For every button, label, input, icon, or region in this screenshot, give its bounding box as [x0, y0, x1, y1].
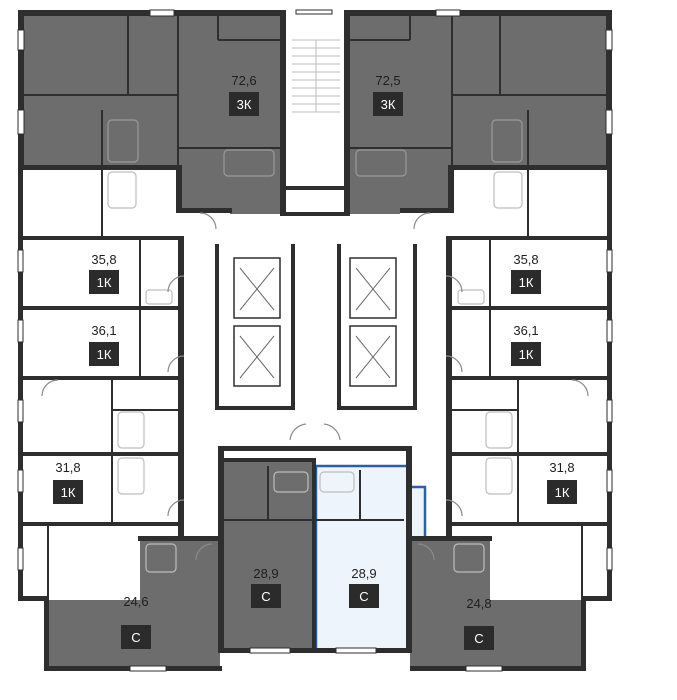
area-label: 28,9	[351, 566, 376, 581]
area-label: 36,1	[513, 323, 538, 338]
apartment-se-studio[interactable]	[410, 540, 584, 668]
apartment-ne-3k[interactable]	[346, 14, 610, 214]
lift-3	[349, 257, 397, 319]
area-label: 35,8	[91, 252, 116, 267]
type-badge	[373, 92, 403, 116]
type-badge-text: 3К	[237, 97, 252, 112]
type-badge-text: 1К	[97, 347, 112, 362]
lift-4	[349, 325, 397, 387]
apartment-label-e-1k-a: 35,8 1К	[511, 252, 541, 294]
walls	[17, 9, 613, 672]
type-badge-text: С	[359, 589, 368, 604]
type-badge-text: 3К	[381, 97, 396, 112]
staircase	[292, 39, 340, 113]
type-badge	[229, 92, 259, 116]
central-core	[184, 39, 446, 446]
type-badge-text: 1К	[61, 485, 76, 500]
type-badge-text: С	[261, 589, 270, 604]
area-label: 35,8	[513, 252, 538, 267]
interior-partitions	[22, 16, 608, 596]
apartment-label-ne-3k: 72,5 3К	[373, 73, 403, 116]
type-badge	[89, 270, 119, 294]
area-label: 31,8	[549, 460, 574, 475]
type-badge-text: С	[474, 631, 483, 646]
area-label: 28,9	[253, 566, 278, 581]
type-badge-text: 1К	[519, 347, 534, 362]
type-badge	[121, 625, 151, 649]
area-label: 36,1	[91, 323, 116, 338]
type-badge-text: 1К	[519, 275, 534, 290]
lift-2	[233, 325, 281, 387]
apartment-label-nw-3k: 72,6 3К	[229, 73, 259, 116]
type-badge-text: С	[131, 630, 140, 645]
type-badge	[349, 584, 379, 608]
apartment-label-s-studio-a: 28,9 С	[251, 566, 281, 608]
apartment-label-s-studio-b: 28,9 С	[349, 566, 379, 608]
apartment-label-w-1k-b: 36,1 1К	[89, 323, 119, 366]
fixtures	[107, 119, 523, 573]
area-label: 24,8	[466, 596, 491, 611]
apartment-label-e-1k-c: 31,8 1К	[547, 460, 577, 504]
area-label: 24,6	[123, 594, 148, 609]
apartment-label-w-1k-c: 31,8 1К	[53, 460, 83, 504]
apartment-sw-studio[interactable]	[46, 540, 220, 668]
apartment-label-se-studio: 24,8 С	[464, 596, 494, 650]
type-badge	[511, 270, 541, 294]
area-label: 31,8	[55, 460, 80, 475]
type-badge-text: 1К	[97, 275, 112, 290]
apartment-label-w-1k-a: 35,8 1К	[89, 252, 119, 294]
doors	[41, 212, 589, 561]
area-label: 72,5	[375, 73, 400, 88]
apartment-label-e-1k-b: 36,1 1К	[511, 323, 541, 366]
type-badge	[547, 480, 577, 504]
area-label: 72,6	[231, 73, 256, 88]
type-badge	[464, 626, 494, 650]
type-badge-text: 1К	[555, 485, 570, 500]
apartment-nw-3k[interactable]	[22, 14, 282, 214]
apartment-label-sw-studio: 24,6 С	[121, 594, 151, 649]
lift-1	[233, 257, 281, 319]
type-badge	[251, 584, 281, 608]
type-badge	[511, 342, 541, 366]
apartment-s-studio-a[interactable]	[222, 462, 315, 650]
type-badge	[89, 342, 119, 366]
type-badge	[53, 480, 83, 504]
